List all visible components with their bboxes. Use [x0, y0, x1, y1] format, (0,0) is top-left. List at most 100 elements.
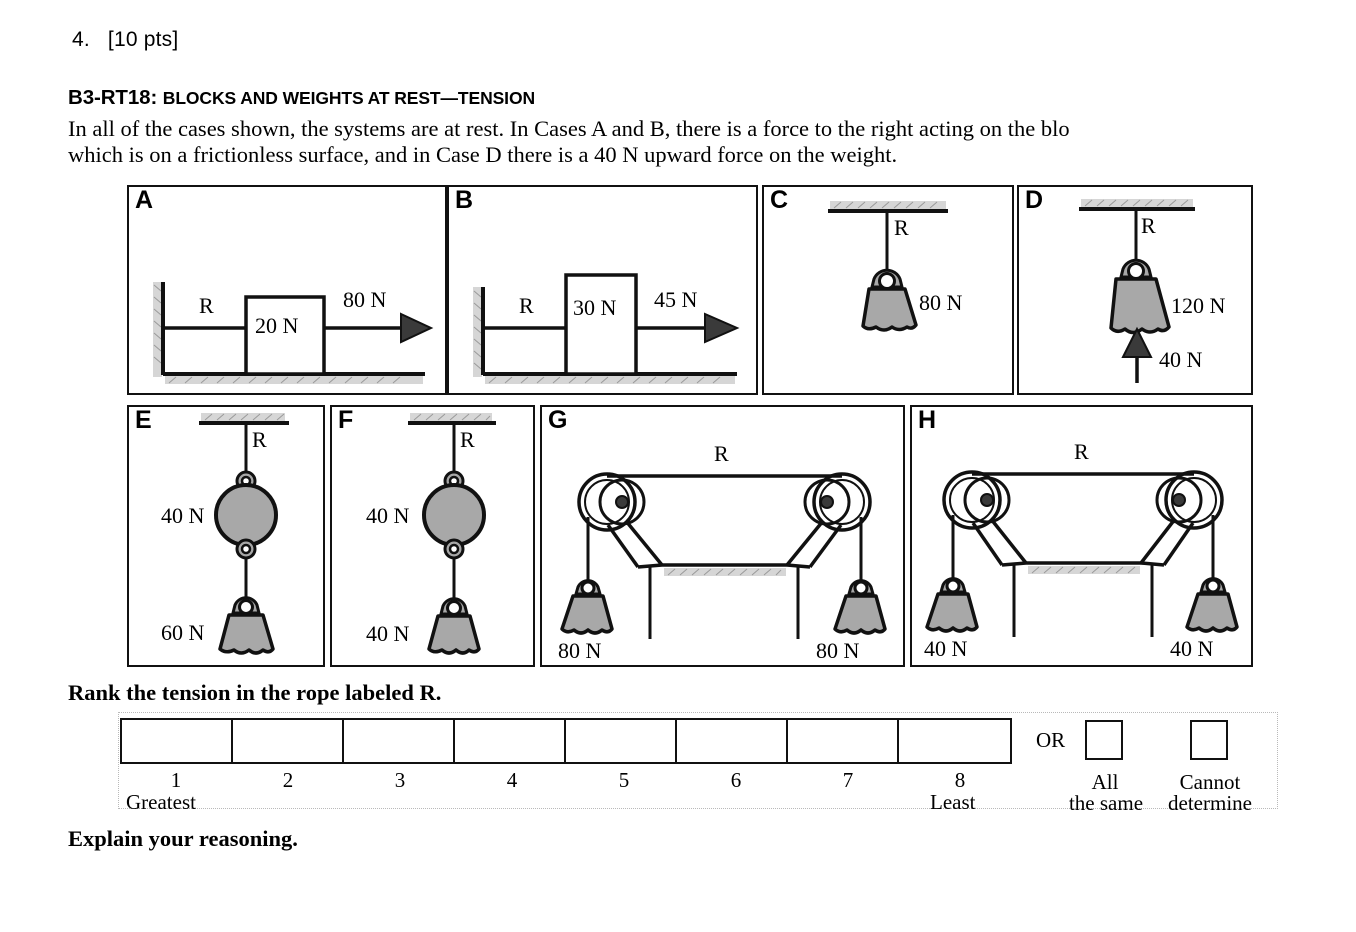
- case-f-rope-label: R: [460, 427, 475, 452]
- case-letter-h: H: [918, 406, 937, 434]
- case-f-bottom-weight-label: 40 N: [366, 621, 410, 646]
- case-e-top-weight-label: 40 N: [161, 503, 205, 528]
- rank-cell-1[interactable]: [122, 720, 233, 762]
- case-c-rope-label: R: [894, 215, 909, 240]
- round-weight-f: [422, 470, 486, 560]
- case-b-diagram: [473, 273, 740, 384]
- title-code: B3-RT18:: [68, 86, 163, 109]
- block-a: [244, 295, 326, 376]
- force-arrowhead-a: [400, 312, 434, 344]
- case-h-right-weight-label: 40 N: [1170, 636, 1214, 661]
- cannot-determine-label-line1: Cannot: [1179, 770, 1241, 794]
- weight-e-bottom: [218, 596, 275, 655]
- case-letter-e: E: [135, 406, 152, 434]
- ceiling-hatching-d: [1081, 199, 1193, 207]
- pulley-left-h: [942, 470, 1028, 566]
- intro-paragraph: In all of the cases shown, the systems a…: [68, 116, 1356, 168]
- ranking-prompt: Rank the tension in the rope labeled R.: [68, 680, 442, 705]
- case-a-rope-label: R: [199, 293, 214, 318]
- case-c-weight-label: 80 N: [919, 290, 963, 315]
- support-hatching-g: [664, 568, 786, 576]
- cannot-determine-label-line2: determine: [1168, 791, 1252, 815]
- rank-cell-5[interactable]: [566, 720, 677, 762]
- floor-hatching-b: [485, 376, 735, 384]
- rank-cell-3[interactable]: [344, 720, 455, 762]
- weight-d: [1109, 258, 1171, 335]
- case-d-upforce-label: 40 N: [1159, 347, 1203, 372]
- title-text: BLOCKS AND WEIGHTS AT REST—TENSION: [162, 88, 535, 108]
- case-panel-h: H: [910, 405, 1253, 667]
- case-b-force-label: 45 N: [654, 287, 698, 312]
- wall-hatching-a: [153, 282, 162, 377]
- all-the-same-label-line1: All: [1091, 770, 1119, 794]
- case-e-rope-label: R: [252, 427, 267, 452]
- rank-cell-2[interactable]: [233, 720, 344, 762]
- case-letter-f: F: [338, 406, 354, 434]
- case-d-diagram: [1079, 199, 1195, 383]
- weight-c: [861, 268, 918, 332]
- case-b-block-label: 30 N: [573, 295, 617, 320]
- floor-hatching-a: [165, 376, 423, 384]
- rank-number-3: 3: [394, 768, 406, 792]
- case-b-rope-label: R: [519, 293, 534, 318]
- case-g-right-weight-label: 80 N: [816, 638, 860, 663]
- case-panel-a: A: [127, 185, 447, 395]
- case-letter-a: A: [135, 186, 154, 214]
- support-hatching-h: [1028, 566, 1140, 574]
- case-e-bottom-weight-label: 60 N: [161, 620, 205, 645]
- ceiling-hatching-f: [410, 413, 492, 421]
- cannot-determine-checkbox[interactable]: [1190, 720, 1228, 760]
- block-b: [564, 273, 638, 376]
- case-h-diagram: [925, 470, 1239, 637]
- support-bar-g: [637, 563, 811, 569]
- wall-hatching-b: [473, 287, 482, 377]
- case-g-left-weight-label: 80 N: [558, 638, 602, 663]
- intro-line-1: In all of the cases shown, the systems a…: [68, 116, 1070, 141]
- all-the-same-checkbox[interactable]: [1085, 720, 1123, 760]
- case-f-top-weight-label: 40 N: [366, 503, 410, 528]
- weight-left-h: [925, 577, 979, 633]
- case-panel-b: B: [447, 185, 758, 395]
- ceiling-hatching-c: [830, 201, 946, 209]
- case-panel-g: G: [540, 405, 905, 667]
- case-e-diagram: [199, 413, 289, 655]
- weight-right-g: [833, 579, 887, 635]
- pulley-right-g: [785, 472, 872, 569]
- rank-number-4: 4: [506, 768, 518, 792]
- ranking-region: [118, 712, 1278, 809]
- case-c-diagram: [828, 201, 948, 332]
- force-arrowhead-b: [704, 312, 740, 344]
- intro-line-2: which is on a frictionless surface, and …: [68, 142, 898, 167]
- rank-cell-6[interactable]: [677, 720, 788, 762]
- pulley-right-h: [1139, 470, 1224, 566]
- question-points: [10 pts]: [107, 28, 179, 51]
- case-g-diagram: [560, 472, 887, 639]
- ceiling-hatching-e: [201, 413, 285, 421]
- rank-cell-8[interactable]: [899, 720, 1010, 762]
- case-h-rope-label: R: [1074, 439, 1089, 464]
- rank-number-7: 7: [842, 768, 854, 792]
- rank-number-5: 5: [618, 768, 630, 792]
- round-weight-e: [214, 470, 278, 560]
- rank-cell-7[interactable]: [788, 720, 899, 762]
- case-panel-c: C R 80 N: [762, 185, 1014, 395]
- rank-number-1: 1: [170, 768, 182, 792]
- rank-number-2: 2: [282, 768, 294, 792]
- case-a-diagram: [153, 282, 434, 384]
- case-letter-d: D: [1025, 186, 1044, 214]
- case-letter-g: G: [548, 406, 568, 434]
- case-panel-f: F: [330, 405, 535, 667]
- case-letter-b: B: [455, 186, 474, 214]
- case-d-rope-label: R: [1141, 213, 1156, 238]
- rank-number-6: 6: [730, 768, 742, 792]
- rank-cell-4[interactable]: [455, 720, 566, 762]
- ranking-numbers: 1 2 3 4 5 6 7 8: [120, 768, 1016, 793]
- weight-right-h: [1185, 577, 1239, 633]
- support-bar-h: [1001, 561, 1165, 567]
- case-a-block-label: 20 N: [255, 313, 299, 338]
- weight-left-g: [560, 579, 614, 635]
- or-label: OR: [1036, 728, 1066, 752]
- least-label: Least: [930, 790, 976, 814]
- case-f-diagram: [408, 413, 496, 655]
